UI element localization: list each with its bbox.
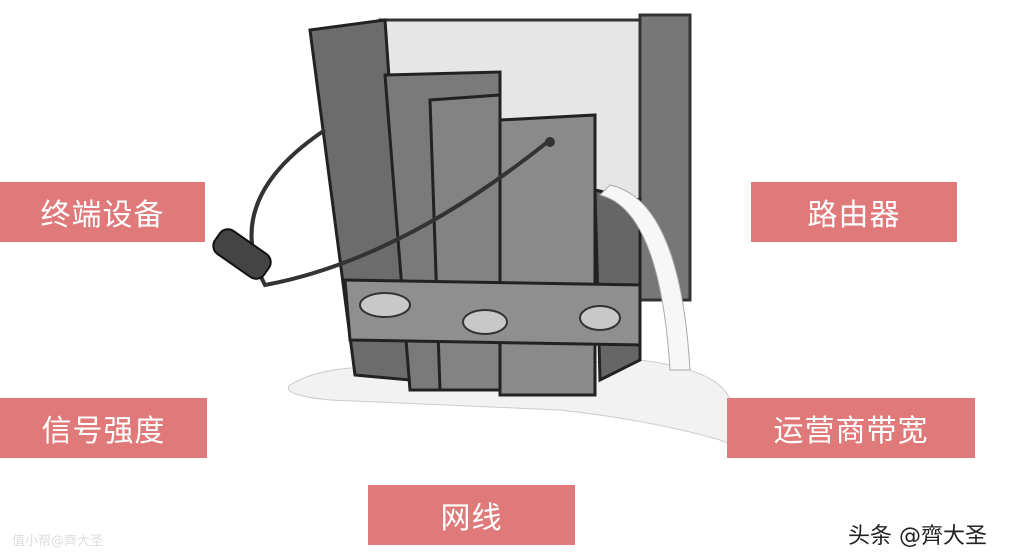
wooden-bucket-illustration xyxy=(212,13,760,454)
author-signature: 头条 @齊大圣 xyxy=(848,524,987,549)
watermark: 值小帮@齊大圣 xyxy=(12,534,104,549)
label-router: 路由器 xyxy=(751,182,957,242)
label-signal-strength: 信号强度 xyxy=(0,398,207,458)
label-isp-bandwidth: 运营商带宽 xyxy=(727,398,975,458)
label-terminal-device: 终端设备 xyxy=(0,182,205,242)
label-network-cable: 网线 xyxy=(368,485,575,545)
